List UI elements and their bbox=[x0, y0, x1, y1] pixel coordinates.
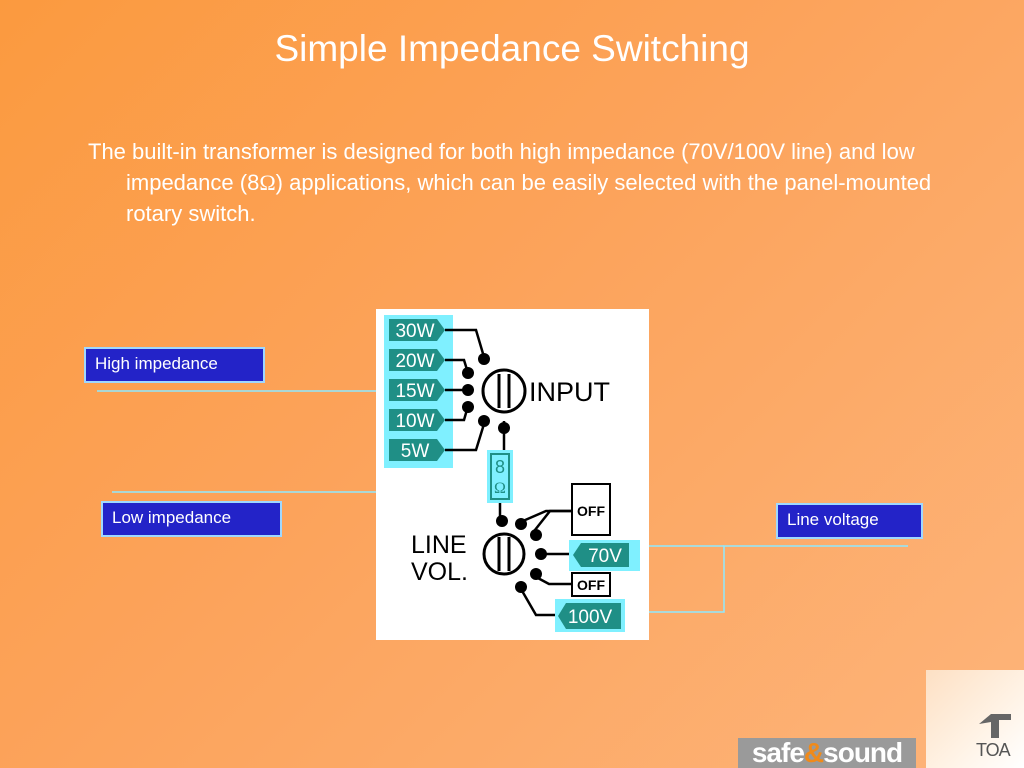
power-tap-10w: 10W bbox=[389, 409, 445, 432]
input-label: INPUT bbox=[529, 377, 610, 407]
power-tap-20w: 20W bbox=[389, 349, 445, 372]
line-vol-label-2: VOL. bbox=[411, 558, 468, 586]
logo-part-safe: safe bbox=[751, 737, 805, 768]
line-voltage-connector bbox=[640, 545, 908, 613]
low-tap-top-contact bbox=[498, 422, 510, 434]
input-rotary-knob-icon bbox=[481, 368, 527, 414]
line-tap-100v-label: 100V bbox=[568, 607, 613, 628]
low-tap-ohm-symbol: Ω bbox=[494, 480, 506, 497]
body-text-end: ) applications, which can be easily sele… bbox=[126, 170, 932, 226]
off-tap-top-label: OFF bbox=[577, 503, 605, 519]
logo-part-sound: sound bbox=[823, 737, 903, 768]
callout-high-impedance: High impedance bbox=[84, 347, 265, 383]
line-tap-100v-arrow bbox=[558, 603, 621, 629]
off-tap-top-box bbox=[571, 483, 611, 536]
body-text-main: The built-in transformer is designed for… bbox=[88, 139, 915, 195]
power-tap-30w-label: 30W bbox=[395, 321, 434, 342]
line-vol-label-1: LINE bbox=[411, 531, 467, 559]
callout-low-impedance: Low impedance bbox=[101, 501, 282, 537]
power-tap-15w-label: 15W bbox=[395, 381, 434, 402]
toa-brand-text: TOA bbox=[976, 740, 1011, 760]
off-tap-bottom-label: OFF bbox=[577, 577, 605, 593]
line-tap-70v-label: 70V bbox=[588, 546, 622, 567]
off-tap-bottom-box bbox=[571, 572, 611, 597]
low-tap-value: 8 bbox=[495, 457, 505, 477]
body-text: The built-in transformer is designed for… bbox=[88, 136, 976, 229]
input-switch-contacts bbox=[462, 353, 490, 427]
switch-diagram: 30W 20W 15W 10W 5W INPUT 8 Ω bbox=[376, 309, 649, 640]
low-tap-box bbox=[490, 453, 510, 500]
line-tap-70v-arrow bbox=[573, 543, 629, 567]
power-tap-20w-label: 20W bbox=[395, 351, 434, 372]
slide-title: Simple Impedance Switching bbox=[274, 28, 750, 69]
power-tap-10w-label: 10W bbox=[395, 411, 434, 432]
power-tap-15w: 15W bbox=[389, 379, 445, 402]
power-tap-5w: 5W bbox=[389, 439, 445, 462]
omega-symbol: Ω bbox=[259, 170, 276, 195]
line-switch-wiring bbox=[515, 509, 572, 617]
logo-amp: & bbox=[803, 737, 824, 768]
power-tap-5w-label: 5W bbox=[401, 441, 430, 462]
safe-and-sound-logo: safe&sound bbox=[738, 738, 916, 768]
line-rotary-knob-icon bbox=[482, 532, 526, 576]
callout-line-voltage: Line voltage bbox=[776, 503, 923, 539]
line-switch-contacts bbox=[496, 515, 547, 593]
power-tap-30w: 30W bbox=[389, 319, 445, 342]
toa-logo-icon bbox=[979, 714, 1011, 738]
